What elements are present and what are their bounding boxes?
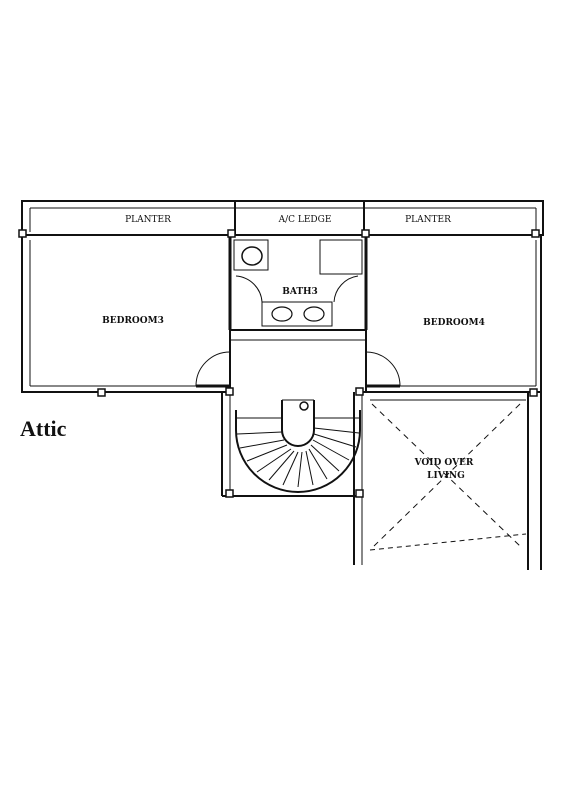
- bedroom3-label: BEDROOM3: [102, 316, 164, 326]
- bedroom4-door-swing: [365, 351, 401, 387]
- bedroom4-label: BEDROOM4: [423, 318, 485, 328]
- void-label-line2: LIVING: [427, 471, 465, 481]
- planter-left-label: PLANTER: [125, 215, 171, 225]
- toilet-recess: [233, 239, 269, 271]
- toilet-fixture: [241, 246, 263, 266]
- bedroom3-door-swing: [195, 351, 231, 387]
- bedroom3-room: [21, 234, 231, 393]
- void-diagonal-2: [373, 403, 521, 547]
- void-label-line1: VOID OVER: [414, 458, 474, 468]
- bedroom4-room: [365, 234, 542, 393]
- shower-recess: [319, 239, 363, 275]
- basin-left: [271, 306, 293, 322]
- stair-core: [281, 400, 315, 447]
- ac-ledge-label: A/C LEDGE: [278, 215, 332, 225]
- stair-treads: [236, 417, 360, 488]
- planter-band: [21, 200, 544, 236]
- spiral-stair: [235, 410, 361, 493]
- vanity: [261, 301, 333, 327]
- void-diagonal-1: [371, 403, 521, 547]
- bath3-label: BATH3: [282, 287, 318, 297]
- basin-right: [303, 306, 325, 322]
- floor-title: Attic: [20, 416, 67, 441]
- stair-newel: [299, 401, 309, 411]
- planter-right-label: PLANTER: [405, 215, 451, 225]
